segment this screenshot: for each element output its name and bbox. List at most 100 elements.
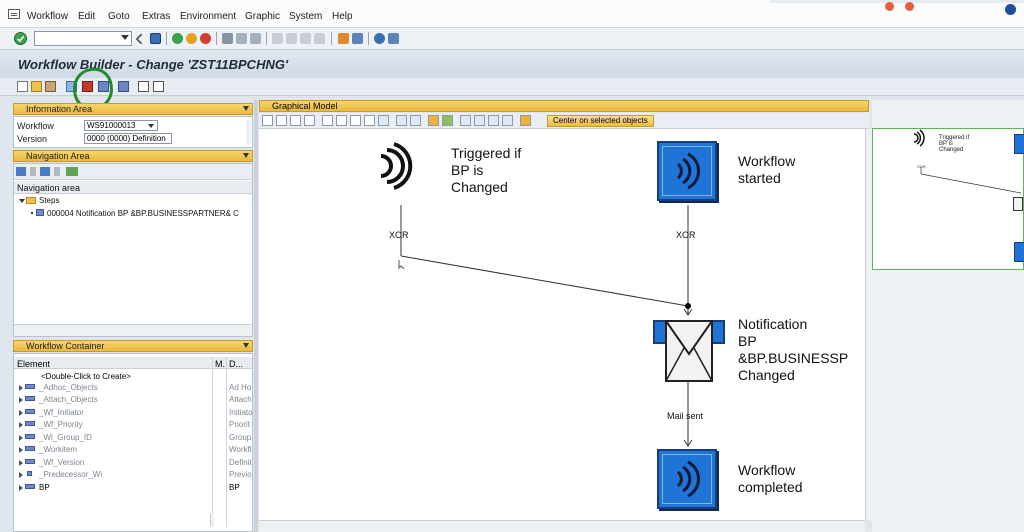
change-color-icon[interactable] <box>428 115 439 126</box>
enter-icon[interactable] <box>14 32 27 45</box>
menu-edit[interactable]: Edit <box>78 11 96 22</box>
notification-step-node[interactable] <box>653 316 725 382</box>
tree-step-item[interactable]: 000004 Notification BP &BP.BUSINESSPARTN… <box>47 209 239 218</box>
undo-icon[interactable] <box>396 115 407 126</box>
information-area-header[interactable]: Information Area <box>13 103 253 115</box>
new-step-icon[interactable] <box>262 115 273 126</box>
overview-frame[interactable]: Triggered if BP is Changed XOR <box>872 128 1024 270</box>
table-row[interactable]: _Attach_Objects <box>39 395 98 404</box>
find-next-icon[interactable] <box>250 33 261 44</box>
table-row[interactable]: _Adhoc_Objects <box>39 383 98 392</box>
row-expand-icon[interactable] <box>19 460 23 466</box>
command-dropdown-icon[interactable] <box>121 35 129 40</box>
column-element[interactable]: Element <box>17 359 51 369</box>
row-expand-icon[interactable] <box>19 447 23 453</box>
redo-icon[interactable] <box>410 115 421 126</box>
row-expand-icon[interactable] <box>19 485 23 491</box>
menu-icon[interactable] <box>8 9 20 19</box>
first-page-icon[interactable] <box>272 33 283 44</box>
nav-forward-icon[interactable] <box>40 167 50 176</box>
user-icon[interactable] <box>118 81 129 92</box>
help-icon[interactable] <box>374 33 385 44</box>
paste-icon[interactable] <box>350 115 361 126</box>
workflow-completed-node[interactable] <box>657 449 717 509</box>
nav-dropdown-icon[interactable] <box>30 167 36 176</box>
collapse-icon[interactable] <box>243 153 249 158</box>
menu-extras[interactable]: Extras <box>142 11 171 22</box>
menu-goto[interactable]: Goto <box>108 11 130 22</box>
table-row[interactable]: _Wf_Version <box>39 458 85 467</box>
container-icon[interactable] <box>153 81 164 92</box>
edit-step-icon[interactable] <box>276 115 287 126</box>
next-page-icon[interactable] <box>300 33 311 44</box>
trigger-event-icon[interactable] <box>374 141 414 191</box>
table-row[interactable]: BP <box>39 483 50 492</box>
delete-step-icon[interactable] <box>304 115 315 126</box>
zoom-icon[interactable] <box>502 115 513 126</box>
print-icon[interactable] <box>222 33 233 44</box>
minimize-icon[interactable] <box>885 2 894 11</box>
previous-page-icon[interactable] <box>286 33 297 44</box>
cut-icon[interactable] <box>322 115 333 126</box>
find-object-icon[interactable] <box>520 115 531 126</box>
container-scroll-handle[interactable] <box>210 514 214 526</box>
table-row[interactable]: _Wi_Group_ID <box>39 433 92 442</box>
workflow-container-header[interactable]: Workflow Container <box>13 340 253 352</box>
exit-icon[interactable] <box>186 33 197 44</box>
row-expand-icon[interactable] <box>19 422 23 428</box>
table-row[interactable]: _Predecessor_Wi <box>39 470 103 479</box>
menu-help[interactable]: Help <box>332 11 353 22</box>
nav-tree-icon[interactable] <box>66 167 78 176</box>
info-scrollbar[interactable] <box>246 120 251 144</box>
maximize-icon[interactable] <box>905 2 914 11</box>
menu-environment[interactable]: Environment <box>180 11 237 22</box>
navigation-area-header[interactable]: Navigation Area <box>13 150 253 162</box>
last-page-icon[interactable] <box>314 33 325 44</box>
row-expand-icon[interactable] <box>19 472 23 478</box>
table-row[interactable]: _Wf_Priority <box>39 420 83 429</box>
activate-icon[interactable] <box>82 81 93 92</box>
version-select[interactable]: 0000 (0000) Definition <box>84 133 172 144</box>
tree-expand-icon[interactable] <box>19 199 25 203</box>
row-expand-icon[interactable] <box>19 397 23 403</box>
panel-splitter[interactable] <box>254 100 258 532</box>
collapse-icon[interactable] <box>243 106 249 111</box>
display-change-icon[interactable] <box>45 81 56 92</box>
layout-icon[interactable] <box>442 115 453 126</box>
workflow-started-node[interactable] <box>657 141 717 201</box>
workflow-field[interactable]: WS91000013 <box>84 120 158 131</box>
cancel-icon[interactable] <box>200 33 211 44</box>
close-icon[interactable] <box>1005 4 1016 15</box>
column-d[interactable]: D... <box>229 359 244 369</box>
navigation-h-scrollbar[interactable] <box>14 324 252 336</box>
table-row[interactable]: _Wf_Initiator <box>39 408 84 417</box>
graphical-model-canvas[interactable]: Triggered if BP is Changed Workflow star… <box>259 129 865 520</box>
table-row[interactable]: <Double-Click to Create> <box>41 372 131 381</box>
open-icon[interactable] <box>31 81 42 92</box>
copy-step-icon[interactable] <box>290 115 301 126</box>
shortcut-icon[interactable] <box>352 33 363 44</box>
row-expand-icon[interactable] <box>19 435 23 441</box>
shift-icon[interactable] <box>378 115 389 126</box>
column-m[interactable]: M. <box>215 359 225 369</box>
zoom-out-icon[interactable] <box>488 115 499 126</box>
customize-layout-icon[interactable] <box>388 33 399 44</box>
copy-icon[interactable] <box>336 115 347 126</box>
menu-workflow[interactable]: Workflow <box>27 11 68 22</box>
back-icon[interactable] <box>172 33 183 44</box>
menu-system[interactable]: System <box>289 11 323 22</box>
row-expand-icon[interactable] <box>19 410 23 416</box>
nav-dropdown-icon[interactable] <box>54 167 60 176</box>
insert-icon[interactable] <box>364 115 375 126</box>
tree-steps-node[interactable]: Steps <box>39 196 60 205</box>
new-document-icon[interactable] <box>17 81 28 92</box>
nav-back-icon[interactable] <box>16 167 26 176</box>
layout-icon[interactable] <box>138 81 149 92</box>
new-session-icon[interactable] <box>338 33 349 44</box>
save-icon[interactable] <box>150 33 161 44</box>
collapse-icon[interactable] <box>243 343 249 348</box>
table-row[interactable]: _Workitem <box>39 445 78 454</box>
fit-window-icon[interactable] <box>460 115 471 126</box>
test-icon[interactable] <box>98 81 109 92</box>
find-icon[interactable] <box>236 33 247 44</box>
